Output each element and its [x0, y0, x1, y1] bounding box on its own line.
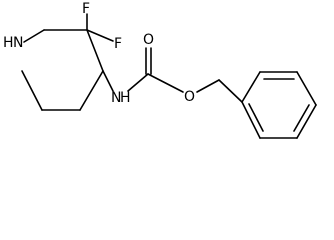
bond-o-ch2 — [196, 79, 220, 93]
benzene-ring — [241, 71, 317, 139]
ring-nitrogen-label: N — [13, 35, 23, 51]
ester-oxygen-label: O — [184, 89, 195, 105]
ring-nitrogen-h-label: H — [3, 35, 14, 51]
bond-n1-c2 — [23, 29, 45, 43]
structure-canvas: H N F F N H O O — [3, 1, 317, 139]
bond-ar-1 — [241, 71, 261, 103]
bond-c3-f-right — [86, 29, 114, 42]
bond-ch2-phenyl — [218, 79, 243, 103]
bond-carbonyl-o-ester — [147, 73, 184, 93]
bond-ar-6 — [241, 101, 261, 139]
bond-c3-c4 — [86, 29, 104, 72]
bond-ar-3 — [296, 71, 317, 106]
bond-c4-nh — [102, 70, 114, 92]
bond-c6-n1 — [21, 70, 43, 111]
bond-ar-inner-2 — [293, 104, 310, 132]
carbonyl-oxygen-label: O — [143, 32, 154, 48]
bond-ar-inner-3 — [248, 103, 264, 132]
amide-nitrogen-label: N — [111, 90, 121, 106]
piperidine-ring — [21, 29, 104, 111]
amide-nitrogen-h-label: H — [120, 90, 131, 106]
bond-c4-c5 — [79, 70, 104, 111]
bond-nh-carbonyl — [127, 73, 149, 92]
molecule-diagram: H N F F N H O O — [3, 1, 317, 139]
bond-ar-4 — [296, 104, 317, 139]
fluorine-right-label: F — [114, 36, 122, 52]
fluorine-top-label: F — [82, 1, 90, 17]
